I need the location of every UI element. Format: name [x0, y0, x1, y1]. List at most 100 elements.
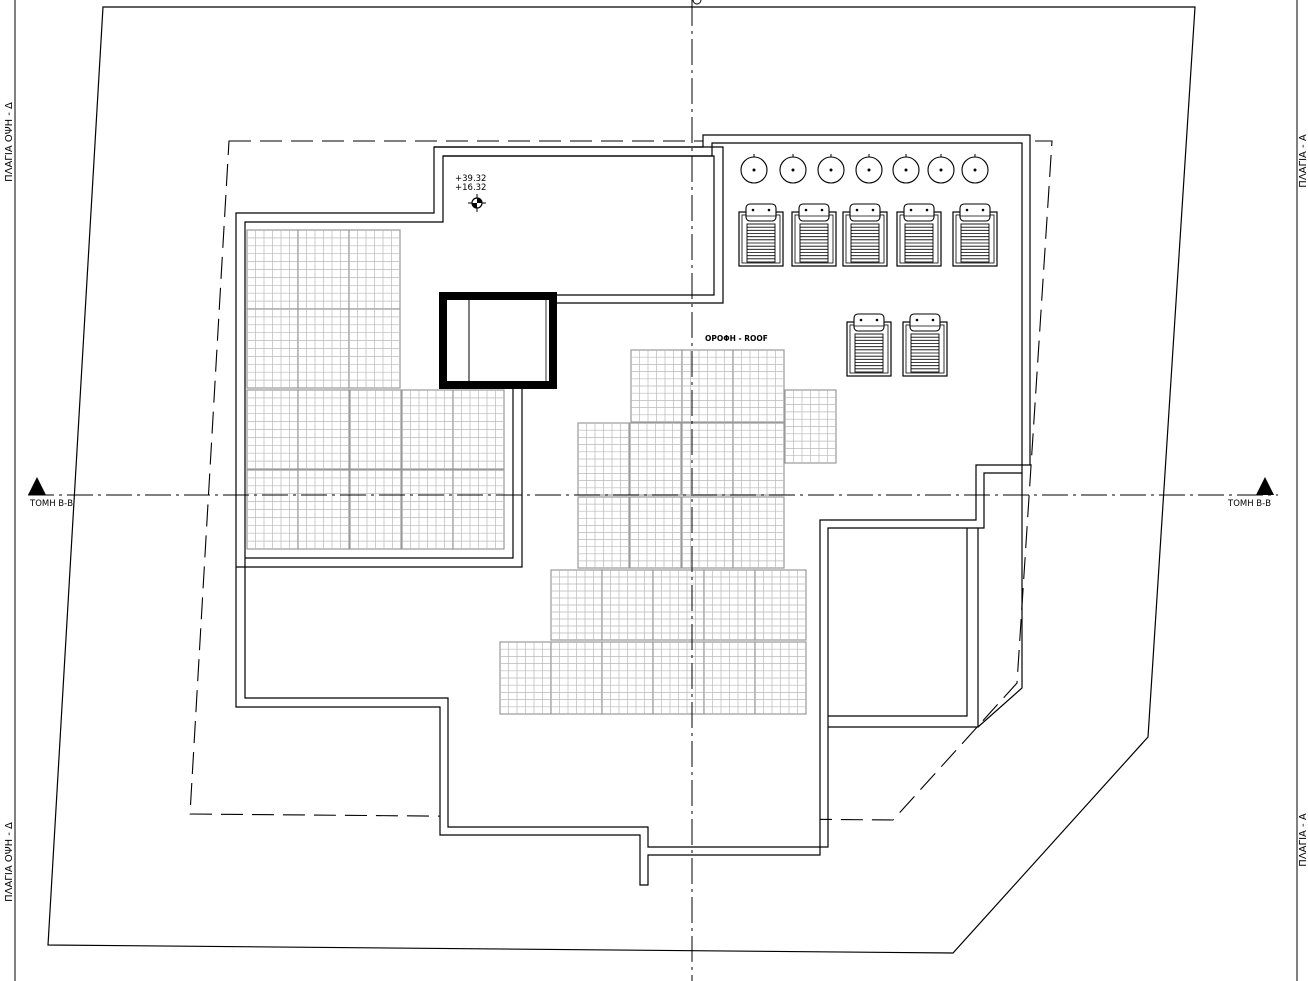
- solar-panel-icon: [732, 422, 785, 496]
- solar-panel-icon: [550, 641, 603, 715]
- water-tank-center: [867, 168, 871, 172]
- solar-panel-icon: [577, 422, 630, 496]
- terrace-outline-inner: [443, 155, 715, 296]
- solar-panel-icon: [348, 308, 401, 389]
- solar-panel-icon: [401, 389, 454, 470]
- water-tank-center: [752, 168, 756, 172]
- solar-panel-cells: [298, 470, 349, 549]
- solar-water-heaters: [738, 203, 998, 377]
- heater-tank-port: [909, 208, 913, 212]
- roof-label: ΟΡΟΦΗ - ROOF: [705, 334, 768, 343]
- section-marker-right-icon: [1256, 477, 1274, 495]
- solar-panel-cells: [551, 642, 602, 714]
- solar-panel-cells: [733, 497, 784, 568]
- water-tank-icon: [779, 154, 807, 184]
- solar-panel-cells: [551, 570, 602, 640]
- section-label-left: ΤΟΜΗ Β-Β: [29, 499, 73, 509]
- heater-tank: [959, 203, 991, 222]
- water-tank-center: [791, 168, 795, 172]
- level-marker-icon: [468, 194, 486, 212]
- side-view-label-left-top: ΠΛΑΓΙΑ ΟΨΗ - Δ: [4, 102, 15, 182]
- solar-panel-cells: [785, 390, 836, 463]
- water-tank-icon: [740, 154, 768, 184]
- panel-enclosure-inner: [245, 388, 514, 559]
- solar-panel-icon: [297, 469, 350, 550]
- solar-panel-cells: [733, 350, 784, 422]
- heater-collector-lines: [905, 226, 933, 260]
- solar-panel-cells: [298, 230, 349, 309]
- solar-panel-icon: [297, 229, 350, 310]
- solar-panel-icon: [550, 569, 603, 641]
- section-marker-top-icon: [692, 0, 702, 5]
- solar-panel-cells: [298, 309, 349, 388]
- water-tank-icon: [817, 154, 845, 184]
- solar-panel-cells: [682, 497, 733, 568]
- solar-panel-icon: [754, 569, 807, 641]
- solar-panel-icon: [297, 308, 350, 389]
- side-label-right-top: ΠΛΑΓΙΑ - Α: [1298, 134, 1308, 188]
- solar-panel-icon: [732, 496, 785, 569]
- solar-panel-icon: [401, 469, 454, 550]
- solar-panel-cells: [755, 570, 806, 640]
- heater-tank-port: [804, 208, 808, 212]
- heater-tank-port: [767, 208, 771, 212]
- solar-panel-cells: [500, 642, 551, 714]
- solar-panel-icon: [681, 496, 734, 569]
- lower-roof-inner: [828, 528, 968, 717]
- solar-panel-icon: [601, 569, 654, 641]
- solar-panel-array: [246, 229, 837, 715]
- solar-panel-icon: [629, 422, 682, 496]
- stair-shaft: [439, 292, 557, 389]
- solar-panel-cells: [602, 570, 653, 640]
- solar-panel-icon: [349, 389, 402, 470]
- heater-tank-port: [751, 208, 755, 212]
- solar-panel-icon: [630, 349, 683, 423]
- solar-panel-icon: [499, 641, 552, 715]
- solar-water-heater-icon: [846, 313, 892, 377]
- water-tank-icon: [855, 154, 883, 184]
- heater-tank-port: [820, 208, 824, 212]
- water-tanks: [740, 154, 989, 184]
- heater-tank: [798, 203, 830, 222]
- section-label-right: ΤΟΜΗ Β-Β: [1227, 499, 1271, 509]
- water-tank-icon: [961, 154, 989, 184]
- heater-tank: [849, 203, 881, 222]
- solar-panel-cells: [247, 230, 298, 309]
- solar-panel-icon: [601, 641, 654, 715]
- solar-panel-cells: [402, 470, 453, 549]
- solar-water-heater-icon: [902, 313, 948, 377]
- parapet-right-edge: [977, 473, 1023, 728]
- solar-panel-cells: [630, 497, 681, 568]
- section-marker-left-icon: [28, 477, 46, 495]
- solar-panel-cells: [653, 642, 704, 714]
- heater-tank-port: [925, 208, 929, 212]
- level-marker-quadrants: [472, 198, 482, 208]
- solar-panel-icon: [452, 469, 505, 550]
- solar-panel-cells: [578, 423, 629, 495]
- heater-collector-lines: [747, 226, 775, 260]
- plot-boundary: [47, 6, 1196, 954]
- solar-panel-icon: [349, 469, 402, 550]
- heater-tank-port: [859, 318, 863, 322]
- solar-water-heater-icon: [952, 203, 998, 267]
- water-tank-center: [939, 168, 943, 172]
- solar-water-heater-icon: [842, 203, 888, 267]
- heater-tank: [853, 313, 885, 332]
- solar-panel-icon: [348, 229, 401, 310]
- solar-panel-icon: [732, 349, 785, 423]
- heater-collector-lines: [855, 336, 883, 370]
- solar-panel-cells: [453, 470, 504, 549]
- solar-panel-icon: [703, 569, 756, 641]
- solar-panel-cells: [453, 390, 504, 469]
- solar-panel-cells: [247, 470, 298, 549]
- water-tank-center: [829, 168, 833, 172]
- heater-tank-port: [875, 318, 879, 322]
- solar-water-heater-icon: [738, 203, 784, 267]
- solar-water-heater-icon: [896, 203, 942, 267]
- level-top-label: +39.32: [455, 174, 486, 184]
- water-tank-icon: [927, 154, 955, 184]
- solar-panel-icon: [652, 569, 705, 641]
- water-tank-icon: [892, 154, 920, 184]
- solar-panel-icon: [577, 496, 630, 569]
